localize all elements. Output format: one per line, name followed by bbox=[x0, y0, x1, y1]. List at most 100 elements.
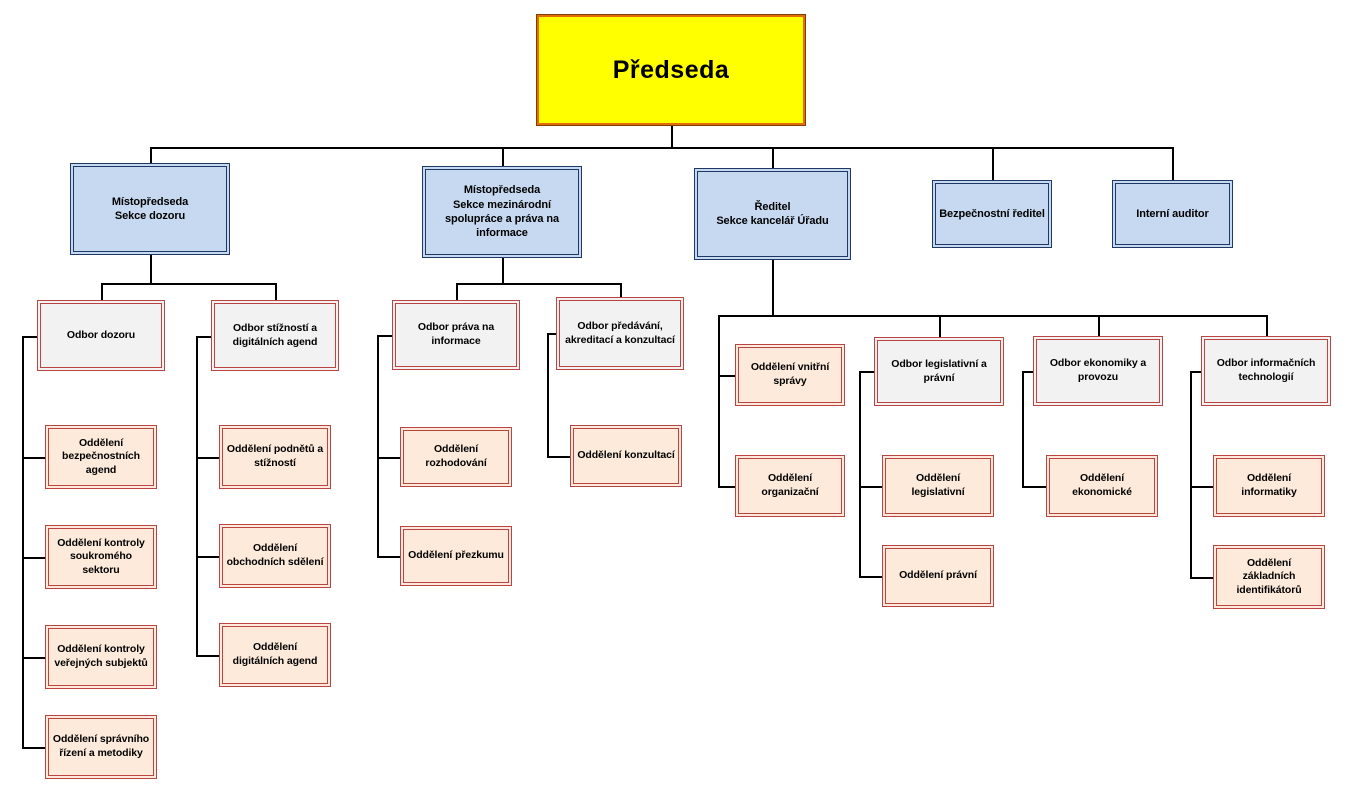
connector-line bbox=[992, 147, 994, 181]
node-odd-obchodnich: Oddělení obchodních sdělení bbox=[219, 524, 331, 588]
connector-line bbox=[718, 315, 720, 487]
connector-line bbox=[859, 486, 882, 488]
connector-line bbox=[275, 283, 277, 301]
connector-line bbox=[772, 147, 774, 169]
connector-line bbox=[859, 371, 874, 373]
node-odd-organizacni: Oddělení organizační bbox=[735, 455, 845, 517]
connector-line bbox=[547, 333, 556, 335]
node-odd-ekonomicke: Oddělení ekonomické bbox=[1046, 455, 1158, 517]
connector-line bbox=[196, 655, 219, 657]
node-odbor-legislativni: Odbor legislativní a právní bbox=[874, 337, 1004, 406]
node-label: Odbor stížností a digitálních agend bbox=[232, 321, 318, 348]
node-label: Oddělení přezkumu bbox=[408, 549, 504, 562]
node-odd-digitalnich: Oddělení digitálních agend bbox=[219, 623, 331, 687]
node-odd-bezpecnostnich-agend: Oddělení bezpečnostních agend bbox=[45, 425, 157, 489]
node-label: Odbor dozoru bbox=[66, 328, 136, 341]
node-odbor-ekonomiky: Odbor ekonomiky a provozu bbox=[1033, 336, 1163, 406]
node-odd-pravni: Oddělení právní bbox=[882, 545, 994, 607]
connector-line bbox=[1172, 147, 1174, 181]
connector-line bbox=[377, 457, 400, 459]
node-label: Bezpečnostní ředitel bbox=[939, 207, 1045, 220]
connector-line bbox=[22, 336, 37, 338]
node-label: Oddělení právní bbox=[899, 569, 977, 582]
connector-line bbox=[377, 335, 392, 337]
node-label: Odbor informačních technologií bbox=[1216, 357, 1316, 383]
connector-line bbox=[859, 576, 882, 578]
node-odd-spravniho-rizeni: Oddělení správního řízení a metodiky bbox=[45, 715, 157, 779]
node-label: Oddělení obchodních sdělení bbox=[226, 542, 324, 568]
connector-line bbox=[1190, 577, 1213, 579]
connector-line bbox=[196, 336, 211, 338]
node-odd-kontroly-soukromeho: Oddělení kontroly soukromého sektoru bbox=[45, 525, 157, 589]
connector-line bbox=[377, 556, 400, 558]
connector-line bbox=[859, 371, 861, 577]
connector-line bbox=[196, 457, 219, 459]
connector-line bbox=[22, 557, 45, 559]
node-label: Oddělení vnitřní správy bbox=[750, 361, 830, 387]
node-reditel: Ředitel Sekce kancelář Úřadu bbox=[694, 168, 851, 260]
connector-line bbox=[547, 333, 549, 457]
connector-line bbox=[101, 283, 276, 285]
connector-line bbox=[101, 283, 103, 301]
node-odd-legislativni: Oddělení legislativní bbox=[882, 455, 994, 517]
connector-line bbox=[718, 375, 735, 377]
node-label: Oddělení základních identifikátorů bbox=[1236, 556, 1302, 596]
node-label: Interní auditor bbox=[1136, 207, 1209, 220]
node-odbor-it: Odbor informačních technologií bbox=[1201, 336, 1331, 406]
node-label: Oddělení správního řízení a metodiky bbox=[52, 733, 150, 759]
node-label: Oddělení podnětů a stížností bbox=[226, 443, 324, 469]
node-interni-auditor: Interní auditor bbox=[1112, 180, 1233, 248]
node-label: Oddělení legislativní bbox=[911, 472, 965, 498]
node-label: Oddělení ekonomické bbox=[1072, 472, 1132, 498]
connector-line bbox=[22, 457, 45, 459]
connector-line bbox=[1190, 486, 1213, 488]
node-label: Oddělení kontroly soukromého sektoru bbox=[57, 536, 145, 576]
connector-line bbox=[718, 315, 1267, 317]
connector-line bbox=[150, 147, 152, 164]
node-odd-podnetu: Oddělení podnětů a stížností bbox=[219, 425, 331, 489]
connector-line bbox=[1022, 486, 1046, 488]
node-predseda: Předseda bbox=[536, 14, 806, 126]
node-mistopredseda-mezinarodni: Místopředseda Sekce mezinárodní spoluprá… bbox=[422, 166, 582, 258]
node-odbor-predavani: Odbor předávání, akreditací a konzultací bbox=[556, 297, 684, 370]
connector-line bbox=[772, 260, 774, 316]
connector-line bbox=[620, 283, 622, 298]
node-label: Oddělení organizační bbox=[761, 472, 819, 498]
node-label: Odbor legislativní a právní bbox=[891, 357, 987, 384]
node-label: Místopředseda Sekce dozoru bbox=[111, 195, 189, 222]
node-label: Oddělení informatiky bbox=[1241, 472, 1297, 498]
node-label: Oddělení rozhodování bbox=[425, 443, 487, 469]
node-label: Ředitel Sekce kancelář Úřadu bbox=[716, 200, 829, 227]
connector-line bbox=[150, 147, 1173, 149]
connector-line bbox=[196, 556, 219, 558]
node-label: Odbor předávání, akreditací a konzultací bbox=[565, 319, 675, 346]
node-label: Odbor ekonomiky a provozu bbox=[1049, 357, 1147, 383]
connector-line bbox=[150, 255, 152, 284]
connector-line bbox=[502, 147, 504, 167]
connector-line bbox=[456, 283, 621, 285]
node-odd-zakladnich: Oddělení základních identifikátorů bbox=[1213, 545, 1325, 609]
connector-line bbox=[22, 657, 45, 659]
node-odbor-prava: Odbor práva na informace bbox=[392, 300, 520, 370]
node-odd-kontroly-verejnych: Oddělení kontroly veřejných subjektů bbox=[45, 625, 157, 689]
node-odbor-dozoru: Odbor dozoru bbox=[37, 300, 165, 371]
node-bezpecnostni-reditel: Bezpečnostní ředitel bbox=[932, 180, 1052, 248]
connector-line bbox=[547, 456, 570, 458]
connector-line bbox=[22, 747, 45, 749]
node-label: Oddělení bezpečnostních agend bbox=[62, 436, 140, 476]
connector-line bbox=[718, 486, 735, 488]
connector-line bbox=[1266, 315, 1268, 337]
connector-line bbox=[939, 315, 941, 338]
node-odd-prezkumu: Oddělení přezkumu bbox=[400, 526, 512, 586]
node-label: Oddělení konzultací bbox=[577, 449, 675, 462]
connector-line bbox=[671, 125, 673, 148]
connector-line bbox=[1022, 371, 1033, 373]
connector-line bbox=[1190, 371, 1192, 578]
node-label: Oddělení kontroly veřejných subjektů bbox=[54, 643, 148, 669]
connector-line bbox=[1098, 315, 1100, 337]
connector-line bbox=[1022, 371, 1024, 487]
connector-line bbox=[22, 336, 24, 748]
connector-line bbox=[1190, 371, 1201, 373]
node-label: Oddělení digitálních agend bbox=[232, 641, 318, 667]
connector-line bbox=[456, 283, 458, 301]
